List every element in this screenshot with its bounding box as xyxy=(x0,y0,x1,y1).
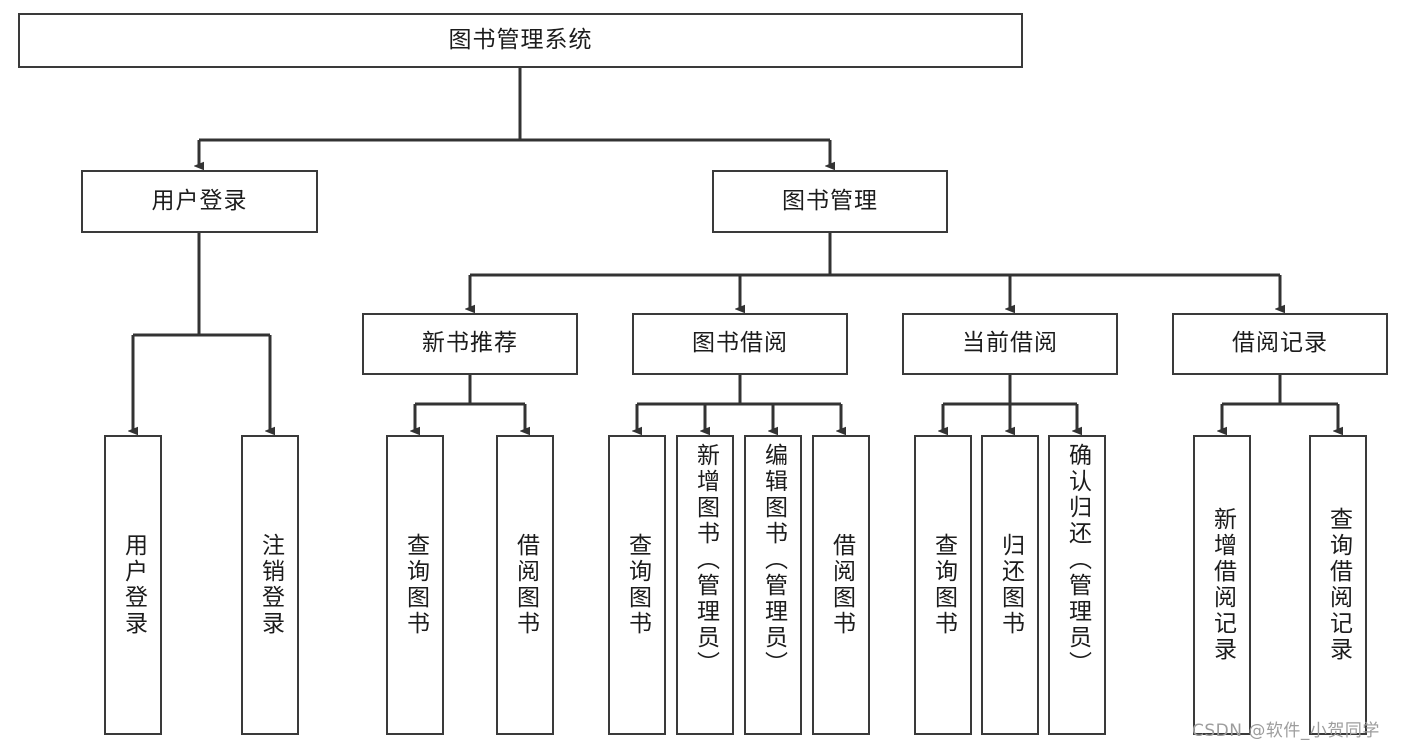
node-leaf-query-book-3[interactable]: 查询图书 xyxy=(914,435,972,735)
node-borrow-record-label: 借阅记录 xyxy=(1232,330,1328,357)
node-borrow-record[interactable]: 借阅记录 xyxy=(1172,313,1388,375)
node-leaf-confirm-return[interactable]: 确认归还（管理员） xyxy=(1048,435,1106,735)
node-leaf-query-book-2-label: 查询图书 xyxy=(624,533,651,637)
node-new-book-recommend-label: 新书推荐 xyxy=(422,330,518,357)
node-user-login[interactable]: 用户登录 xyxy=(81,170,318,233)
node-leaf-edit-book-label: 编辑图书（管理员） xyxy=(760,443,787,677)
node-leaf-user-login[interactable]: 用户登录 xyxy=(104,435,162,735)
node-new-book-recommend[interactable]: 新书推荐 xyxy=(362,313,578,375)
node-leaf-borrow-book-1[interactable]: 借阅图书 xyxy=(496,435,554,735)
node-book-borrow-label: 图书借阅 xyxy=(692,330,788,357)
node-book-management-label: 图书管理 xyxy=(782,187,878,214)
node-leaf-user-login-label: 用户登录 xyxy=(120,533,147,637)
node-leaf-query-book-1-label: 查询图书 xyxy=(402,533,429,637)
node-current-borrow-label: 当前借阅 xyxy=(962,330,1058,357)
node-leaf-borrow-book-1-label: 借阅图书 xyxy=(512,533,539,637)
node-root-label: 图书管理系统 xyxy=(448,26,593,53)
node-current-borrow[interactable]: 当前借阅 xyxy=(902,313,1118,375)
node-leaf-query-record[interactable]: 查询借阅记录 xyxy=(1309,435,1367,735)
node-leaf-add-record-label: 新增借阅记录 xyxy=(1209,507,1236,663)
node-leaf-edit-book[interactable]: 编辑图书（管理员） xyxy=(744,435,802,735)
node-user-login-label: 用户登录 xyxy=(151,187,248,214)
node-leaf-add-record[interactable]: 新增借阅记录 xyxy=(1193,435,1251,735)
node-leaf-query-record-label: 查询借阅记录 xyxy=(1325,507,1352,663)
node-book-management[interactable]: 图书管理 xyxy=(712,170,948,233)
node-leaf-query-book-1[interactable]: 查询图书 xyxy=(386,435,444,735)
node-leaf-borrow-book-2[interactable]: 借阅图书 xyxy=(812,435,870,735)
node-book-borrow[interactable]: 图书借阅 xyxy=(632,313,848,375)
node-leaf-user-logout[interactable]: 注销登录 xyxy=(241,435,299,735)
node-root[interactable]: 图书管理系统 xyxy=(18,13,1023,68)
node-leaf-confirm-return-label: 确认归还（管理员） xyxy=(1064,443,1091,677)
node-leaf-add-book[interactable]: 新增图书（管理员） xyxy=(676,435,734,735)
node-leaf-add-book-label: 新增图书（管理员） xyxy=(692,443,719,677)
node-leaf-user-logout-label: 注销登录 xyxy=(257,533,284,637)
node-leaf-return-book-label: 归还图书 xyxy=(997,533,1024,637)
node-leaf-query-book-2[interactable]: 查询图书 xyxy=(608,435,666,735)
node-leaf-borrow-book-2-label: 借阅图书 xyxy=(828,533,855,637)
node-leaf-return-book[interactable]: 归还图书 xyxy=(981,435,1039,735)
node-leaf-query-book-3-label: 查询图书 xyxy=(930,533,957,637)
